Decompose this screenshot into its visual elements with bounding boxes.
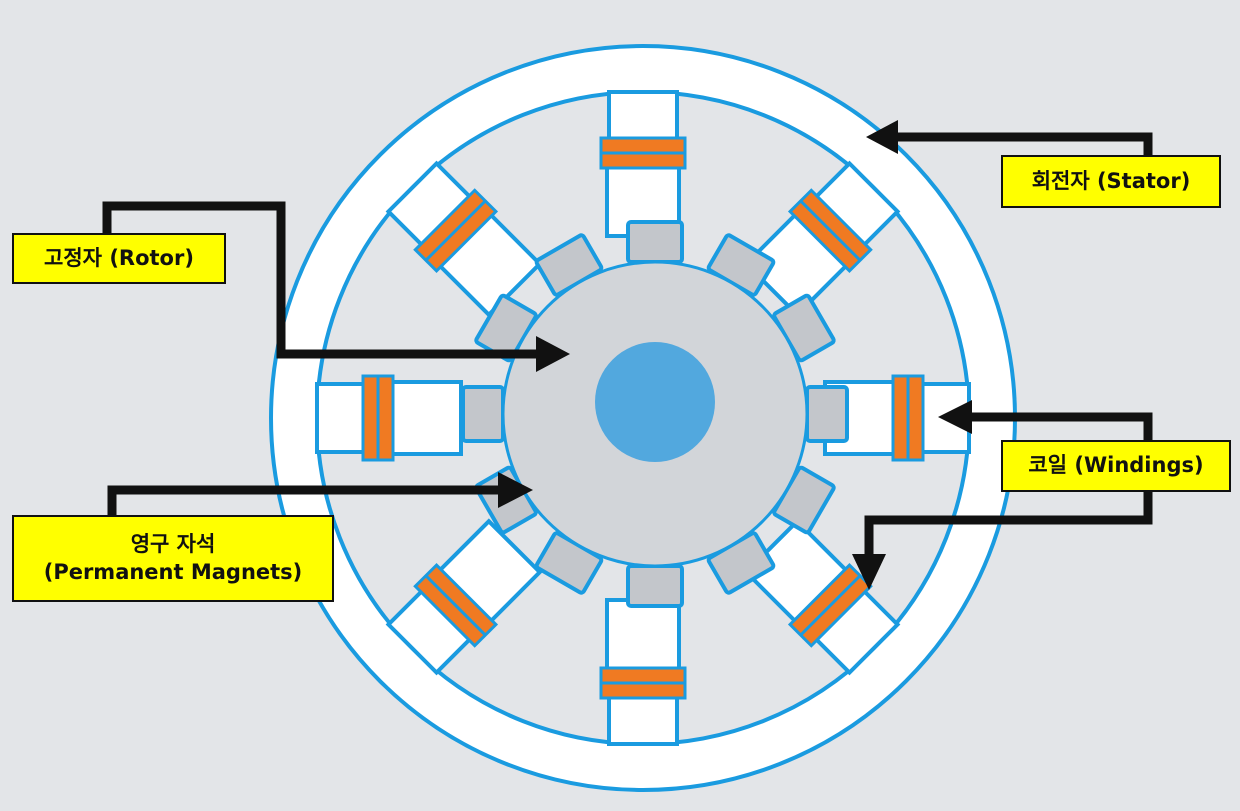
stator-pole — [385, 160, 543, 318]
magnets-label-line2: (Permanent Magnets) — [43, 559, 303, 584]
stator-label: 회전자 (Stator) — [1001, 155, 1221, 208]
rotor-label: 고정자 (Rotor) — [12, 233, 226, 284]
stator-label-text: 회전자 (Stator) — [1031, 168, 1191, 193]
magnets-arrowhead — [498, 472, 533, 508]
permanent-magnet — [626, 220, 684, 264]
magnets-arrow-line — [107, 485, 498, 517]
windings-arrowhead-1 — [938, 400, 972, 434]
magnets-label-line1: 영구 자석 — [130, 532, 216, 557]
stator-poles — [315, 90, 971, 746]
permanent-magnet-ring — [461, 220, 849, 608]
stator-arrow-line — [895, 132, 1153, 158]
permanent-magnet — [626, 564, 684, 608]
rotor-arrow-line — [102, 201, 538, 359]
windings-arrow-line-2 — [864, 492, 1153, 555]
stator-pole — [743, 518, 901, 676]
pole-shoe — [389, 380, 463, 456]
stator-pole — [315, 374, 463, 462]
stator-pole — [743, 160, 901, 318]
coil-divider — [424, 574, 487, 637]
rotor-arrowhead — [536, 336, 570, 372]
windings-label-text: 코일 (Windings) — [1028, 453, 1204, 478]
rotor-label-text: 고정자 (Rotor) — [44, 245, 194, 270]
stator-pole — [385, 518, 543, 676]
permanent-magnet — [461, 385, 505, 443]
windings-arrowhead-2 — [852, 554, 886, 590]
permanent-magnet — [805, 385, 849, 443]
stator-arrowhead — [866, 120, 898, 154]
stator-pole — [599, 90, 687, 238]
stator-pole — [599, 598, 687, 746]
coil-divider — [799, 199, 862, 262]
coil-divider — [799, 574, 862, 637]
windings-arrow-line-1 — [970, 412, 1153, 440]
magnets-label: 영구 자석 (Permanent Magnets) — [12, 515, 334, 602]
shaft — [595, 342, 715, 462]
windings-label: 코일 (Windings) — [1001, 440, 1231, 492]
pole-shoe — [605, 598, 681, 672]
coil-divider — [424, 199, 487, 262]
